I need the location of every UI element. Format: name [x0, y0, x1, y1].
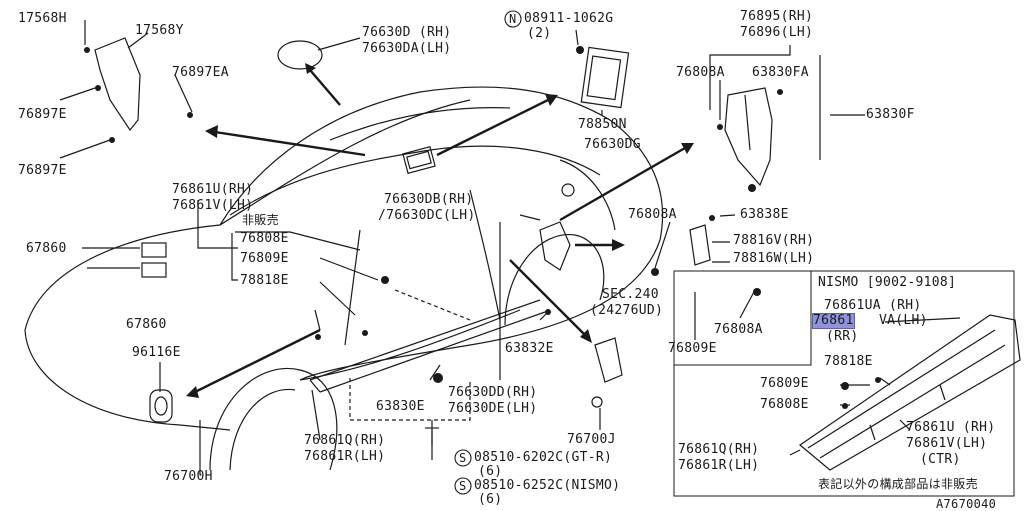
- part-76808A-mid[interactable]: 76808A: [628, 207, 677, 222]
- part-76897E-a[interactable]: 76897E: [18, 107, 67, 122]
- nismo-part-76861R[interactable]: 76861R(LH): [678, 458, 760, 473]
- part-08510-6252C-qty: (6): [478, 492, 503, 507]
- part-08510-6202C-qty: (6): [478, 464, 503, 479]
- part-08911-qty: (2): [527, 26, 552, 41]
- nismo-rr-label: (RR): [826, 329, 859, 344]
- circle-n-marker: N: [509, 12, 517, 26]
- nismo-part-76861U[interactable]: 76861U (RH): [906, 420, 996, 435]
- part-76861Q[interactable]: 76861Q(RH): [304, 433, 386, 448]
- part-76808A-top[interactable]: 76808A: [676, 65, 725, 80]
- part-67860-b[interactable]: 67860: [126, 317, 167, 332]
- part-67860-a[interactable]: 67860: [26, 241, 67, 256]
- part-76630D[interactable]: 76630D (RH): [362, 25, 452, 40]
- part-76630DC[interactable]: /76630DC(LH): [378, 208, 476, 223]
- nismo-part-76809E[interactable]: 76809E: [760, 376, 809, 391]
- part-76630DG[interactable]: 76630DG: [584, 137, 641, 152]
- part-78816V[interactable]: 78816V(RH): [733, 233, 815, 248]
- diagram-id: A7670040: [936, 497, 997, 511]
- nismo-part-78818E[interactable]: 78818E: [824, 354, 873, 369]
- part-76700H[interactable]: 76700H: [164, 469, 213, 484]
- part-63830F[interactable]: 63830F: [866, 107, 915, 122]
- part-76630DE[interactable]: 76630DE(LH): [448, 401, 538, 416]
- nismo-header: NISMO [9002-9108]: [818, 275, 957, 290]
- part-17568H[interactable]: 17568H: [18, 11, 67, 26]
- part-63830FA[interactable]: 63830FA: [752, 65, 809, 80]
- nismo-part-76861V[interactable]: 76861V(LH): [906, 436, 988, 451]
- part-78818E[interactable]: 78818E: [240, 273, 289, 288]
- part-76808E[interactable]: 76808E: [240, 231, 289, 246]
- part-63830E[interactable]: 63830E: [376, 399, 425, 414]
- circle-s-marker-a: S: [459, 451, 467, 465]
- part-76808A-low[interactable]: 76808A: [714, 322, 763, 337]
- part-24276UD[interactable]: (24276UD): [590, 303, 664, 318]
- part-76897E-b[interactable]: 76897E: [18, 163, 67, 178]
- part-78816W[interactable]: 78816W(LH): [733, 251, 815, 266]
- part-76897EA[interactable]: 76897EA: [172, 65, 229, 80]
- part-sec240[interactable]: SEC.240: [602, 287, 659, 302]
- nismo-footnote: 表記以外の構成部品は非販売: [818, 477, 978, 491]
- part-96116E[interactable]: 96116E: [132, 345, 181, 360]
- part-76700J[interactable]: 76700J: [567, 432, 616, 447]
- part-63832E[interactable]: 63832E: [505, 341, 554, 356]
- part-78850N[interactable]: 78850N: [578, 117, 627, 132]
- part-76895[interactable]: 76895(RH): [740, 9, 814, 24]
- part-76630DA[interactable]: 76630DA(LH): [362, 41, 452, 56]
- part-76630DB[interactable]: 76630DB(RH): [384, 192, 474, 207]
- part-76861U[interactable]: 76861U(RH): [172, 182, 254, 197]
- part-76809E[interactable]: 76809E: [240, 251, 289, 266]
- nismo-part-76861UA[interactable]: 76861UA (RH): [824, 298, 922, 313]
- not-for-sale-note: 非販売: [242, 213, 279, 227]
- part-76809E-low[interactable]: 76809E: [668, 341, 717, 356]
- nismo-part-76861Q[interactable]: 76861Q(RH): [678, 442, 760, 457]
- nismo-part-76861VA[interactable]: VA(LH): [879, 313, 928, 328]
- part-08510-6252C[interactable]: 08510-6252C(NISMO): [474, 478, 621, 493]
- part-08510-6202C[interactable]: 08510-6202C(GT-R): [474, 450, 613, 465]
- part-76896[interactable]: 76896(LH): [740, 25, 814, 40]
- part-63838E[interactable]: 63838E: [740, 207, 789, 222]
- nismo-ctr-label: (CTR): [920, 452, 961, 467]
- part-76861R[interactable]: 76861R(LH): [304, 449, 386, 464]
- part-17568Y[interactable]: 17568Y: [135, 23, 184, 38]
- nismo-part-76861VA-highlight[interactable]: 76861: [812, 313, 855, 329]
- circle-s-marker-b: S: [459, 479, 467, 493]
- part-76630DD[interactable]: 76630DD(RH): [448, 385, 538, 400]
- part-08911-1062G[interactable]: 08911-1062G: [524, 11, 614, 26]
- nismo-part-76808E[interactable]: 76808E: [760, 397, 809, 412]
- part-76861V[interactable]: 76861V(LH): [172, 198, 254, 213]
